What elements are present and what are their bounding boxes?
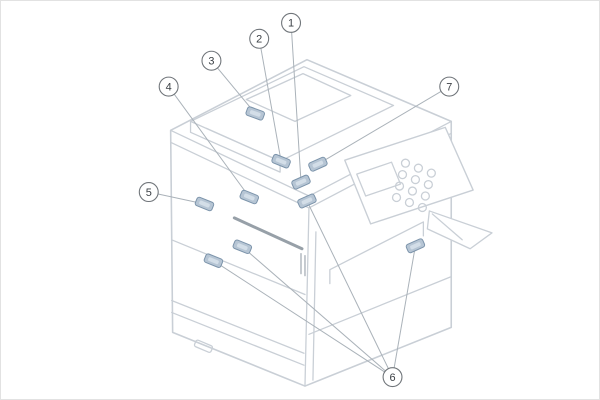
part-marker-p4 — [239, 189, 259, 205]
part-marker-highlight — [236, 243, 248, 251]
leader-line-3-p3 — [211, 60, 256, 114]
part-marker-p1 — [291, 174, 311, 190]
keypad-button — [400, 158, 411, 168]
callout-number-1: 1 — [288, 18, 294, 30]
output-shelf — [329, 221, 425, 285]
part-marker-p6d — [405, 238, 426, 254]
printer-line-art — [169, 58, 493, 387]
keypad-button — [394, 181, 405, 191]
callout-number-5: 5 — [146, 187, 152, 199]
cassette-top-seam — [170, 299, 305, 354]
callout-circle-7 — [439, 76, 460, 97]
part-marker-p5 — [194, 196, 215, 212]
part-marker-highlight — [249, 110, 261, 117]
part-marker-highlight — [301, 197, 313, 205]
leader-line-1-p1 — [290, 22, 302, 183]
callout-circle-1 — [281, 12, 302, 33]
corner-vent-slots — [300, 252, 306, 277]
callout-2: 2 — [249, 28, 270, 49]
keypad-button — [407, 186, 418, 196]
part-marker-highlight — [275, 157, 287, 165]
right-face-seam — [312, 231, 317, 381]
callout-number-3: 3 — [208, 55, 214, 67]
adf-tray-inset — [245, 72, 352, 123]
keypad-button — [404, 197, 415, 208]
adf-front-thickness — [189, 120, 281, 173]
callout-circle-5 — [138, 182, 159, 203]
output-flap — [426, 210, 493, 250]
adf-slot-line — [205, 127, 279, 161]
control-panel — [344, 126, 474, 225]
cassette-handle — [193, 339, 214, 353]
callout-circle-4 — [158, 76, 179, 97]
part-marker-highlight — [295, 178, 307, 186]
leader-line-6-p6a — [306, 200, 393, 378]
leader-lines-layer — [148, 22, 450, 378]
part-marker-highlight — [243, 193, 255, 201]
keypad-button — [426, 168, 436, 178]
leader-line-4-p4 — [168, 86, 250, 198]
part-marker-p2 — [271, 153, 291, 169]
part-marker-p3 — [245, 106, 265, 121]
part-marker-highlight — [410, 242, 421, 250]
leader-line-6-p6c — [213, 260, 393, 378]
callout-number-6: 6 — [389, 372, 395, 384]
leader-line-6-p6b — [241, 246, 393, 378]
scanner-groove — [232, 216, 304, 251]
highlighted-parts-layer — [194, 106, 426, 268]
keypad-button — [423, 179, 433, 190]
cassette-lip-seam — [170, 311, 305, 366]
part-marker-highlight — [199, 200, 210, 208]
part-marker-p7 — [308, 156, 328, 172]
part-marker-highlight — [312, 160, 324, 168]
keypad-button — [397, 170, 408, 180]
callout-circle-2 — [249, 28, 270, 49]
callout-1: 1 — [281, 12, 302, 33]
front-cover-seam — [170, 239, 306, 296]
part-marker-highlight — [208, 257, 219, 265]
callout-number-7: 7 — [446, 81, 452, 93]
output-flap-line — [431, 213, 463, 241]
keypad-button — [413, 163, 424, 173]
leader-line-6-p6d — [392, 245, 416, 378]
callout-4: 4 — [158, 76, 179, 97]
front-vertical-edge — [304, 207, 310, 387]
keypad-button — [417, 202, 428, 213]
keypad-button — [420, 191, 430, 201]
leader-line-2-p2 — [258, 38, 282, 162]
keypad-button — [410, 174, 421, 185]
callout-number-4: 4 — [166, 81, 172, 93]
callout-5: 5 — [138, 182, 159, 203]
callout-number-2: 2 — [256, 34, 262, 46]
callout-3: 3 — [201, 50, 222, 71]
callout-numbers-layer: 1 2 3 4 5 6 7 — [138, 12, 460, 388]
callout-6: 6 — [382, 367, 403, 388]
callout-circle-3 — [201, 50, 222, 71]
part-marker-p6a — [297, 193, 317, 209]
callout-7: 7 — [439, 76, 460, 97]
leader-line-7-p7 — [317, 86, 450, 165]
part-marker-p6c — [203, 253, 224, 268]
panel-display — [356, 161, 402, 197]
part-marker-p6b — [232, 239, 253, 255]
callout-circle-6 — [382, 367, 403, 388]
keypad-button — [391, 192, 402, 203]
panel-keypad — [391, 158, 436, 213]
